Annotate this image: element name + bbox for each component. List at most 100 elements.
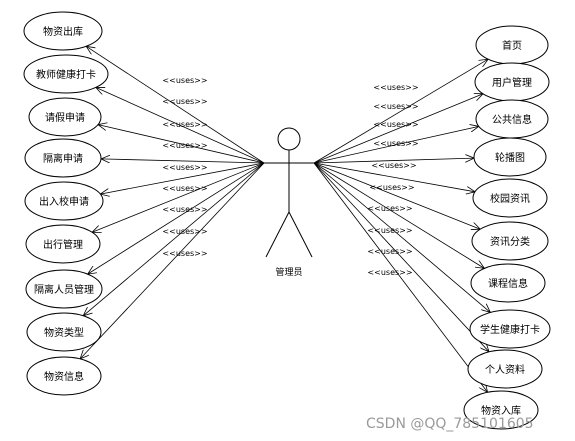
stereotype-label: <<uses>> xyxy=(373,83,418,92)
use-case-ellipse xyxy=(24,181,104,221)
use-cases: 物资出库教师健康打卡请假申请隔离申请出入校申请出行管理隔离人员管理物资类型物资信… xyxy=(23,11,551,430)
stereotype-label: <<uses>> xyxy=(367,268,412,277)
right-association-line xyxy=(313,94,483,164)
left-association-line xyxy=(83,162,265,316)
use-case: 首页 xyxy=(475,25,549,65)
use-case-ellipse xyxy=(23,11,103,51)
use-case-label: 个人资料 xyxy=(485,363,525,376)
actor-admin: 管理员 xyxy=(264,127,314,278)
use-case-label: 物资出库 xyxy=(43,25,83,38)
stereotype-label: <<uses>> xyxy=(162,227,207,236)
use-case: 请假申请 xyxy=(28,97,102,137)
right-association-line xyxy=(313,162,480,229)
stereotype-label: <<uses>> xyxy=(373,102,418,111)
left-association-line xyxy=(101,159,265,164)
use-case-ellipse xyxy=(25,269,103,309)
actor-head xyxy=(277,127,301,151)
stereotype-label: <<uses>> xyxy=(367,226,412,235)
stereotype-label: <<uses>> xyxy=(162,76,207,85)
use-case: 轮播图 xyxy=(473,137,547,177)
use-case-label: 公共信息 xyxy=(492,113,532,126)
use-case: 物资信息 xyxy=(26,356,102,396)
right-association-line xyxy=(313,162,475,192)
use-case-label: 首页 xyxy=(502,39,522,52)
use-case-label: 教师健康打卡 xyxy=(36,68,96,81)
use-case-ellipse xyxy=(25,224,101,264)
use-case-label: 资讯分类 xyxy=(490,235,530,248)
use-case: 校园资讯 xyxy=(472,178,548,218)
use-case-label: 课程信息 xyxy=(488,277,528,290)
left-association-line xyxy=(100,162,265,194)
stereotype-label: <<uses>> xyxy=(371,161,416,170)
use-case: 出行管理 xyxy=(25,224,101,264)
actor-right-leg xyxy=(288,211,313,258)
use-case-label: 隔离人员管理 xyxy=(34,283,94,296)
left-association-line xyxy=(96,87,265,164)
use-case-ellipse xyxy=(469,309,551,349)
stereotype-labels: <<uses>> <<uses>> <<uses>> <<uses>> <<uses>>… xyxy=(162,76,418,277)
use-case-ellipse xyxy=(28,97,102,137)
use-case-ellipse xyxy=(470,263,546,303)
use-case-ellipse xyxy=(463,390,539,430)
stereotype-label: <<uses>> xyxy=(162,205,207,214)
use-case-ellipse xyxy=(24,138,102,178)
use-case-ellipse xyxy=(472,178,548,218)
use-case-label: 物资信息 xyxy=(44,370,84,383)
use-case: 个人资料 xyxy=(467,349,543,389)
right-association-line xyxy=(313,162,489,352)
use-case-label: 出行管理 xyxy=(43,238,83,251)
stereotype-label: <<uses>> xyxy=(367,204,412,213)
stereotype-label: <<uses>> xyxy=(373,120,418,129)
use-case: 课程信息 xyxy=(470,263,546,303)
use-case-label: 出入校申请 xyxy=(39,195,89,208)
right-association-line xyxy=(313,126,479,164)
actor-label: 管理员 xyxy=(275,266,302,278)
use-case: 学生健康打卡 xyxy=(469,309,551,349)
use-case: 物资类型 xyxy=(26,312,102,352)
use-case-label: 校园资讯 xyxy=(490,192,530,205)
use-case-ellipse xyxy=(467,349,543,389)
use-case: 资讯分类 xyxy=(471,221,549,261)
left-association-line xyxy=(80,162,265,359)
stereotype-label: <<uses>> xyxy=(162,184,207,193)
use-case-label: 物资类型 xyxy=(44,326,84,339)
left-association-line xyxy=(92,162,265,232)
use-case: 隔离申请 xyxy=(24,138,102,178)
association-lines xyxy=(80,46,490,392)
use-case: 教师健康打卡 xyxy=(23,54,109,94)
actor-left-leg xyxy=(265,211,290,258)
use-case: 公共信息 xyxy=(475,99,549,139)
use-case: 出入校申请 xyxy=(24,181,104,221)
use-case: 用户管理 xyxy=(474,62,550,102)
right-association-line xyxy=(313,162,488,392)
stereotype-label: <<uses>> xyxy=(373,139,418,148)
stereotype-label: <<uses>> xyxy=(162,141,207,150)
use-case-ellipse xyxy=(26,356,102,396)
left-association-line xyxy=(98,125,265,164)
use-case: 物资出库 xyxy=(23,11,103,51)
stereotype-label: <<uses>> xyxy=(162,97,207,106)
use-case: 物资入库 xyxy=(463,390,539,430)
use-case-ellipse xyxy=(23,54,109,94)
use-case-label: 用户管理 xyxy=(492,76,532,89)
use-case-label: 物资入库 xyxy=(481,404,521,417)
use-case-label: 轮播图 xyxy=(495,151,525,164)
stereotype-label: <<uses>> xyxy=(369,183,414,192)
use-case-ellipse xyxy=(473,137,547,177)
use-case-ellipse xyxy=(26,312,102,352)
right-association-line xyxy=(313,162,484,268)
use-case-label: 隔离申请 xyxy=(43,152,83,165)
watermark-text: CSDN @QQ_785101605 xyxy=(366,416,534,432)
use-case: 隔离人员管理 xyxy=(25,269,103,309)
left-association-line xyxy=(86,46,265,164)
use-case-ellipse xyxy=(471,221,549,261)
left-association-line xyxy=(88,162,265,274)
stereotype-label: <<uses>> xyxy=(162,120,207,129)
stereotype-label: <<uses>> xyxy=(162,163,207,172)
use-case-label: 学生健康打卡 xyxy=(480,323,540,336)
right-association-line xyxy=(313,59,488,164)
stereotype-label: <<uses>> xyxy=(367,247,412,256)
right-association-line xyxy=(313,158,474,164)
stereotype-label: <<uses>> xyxy=(162,249,207,258)
